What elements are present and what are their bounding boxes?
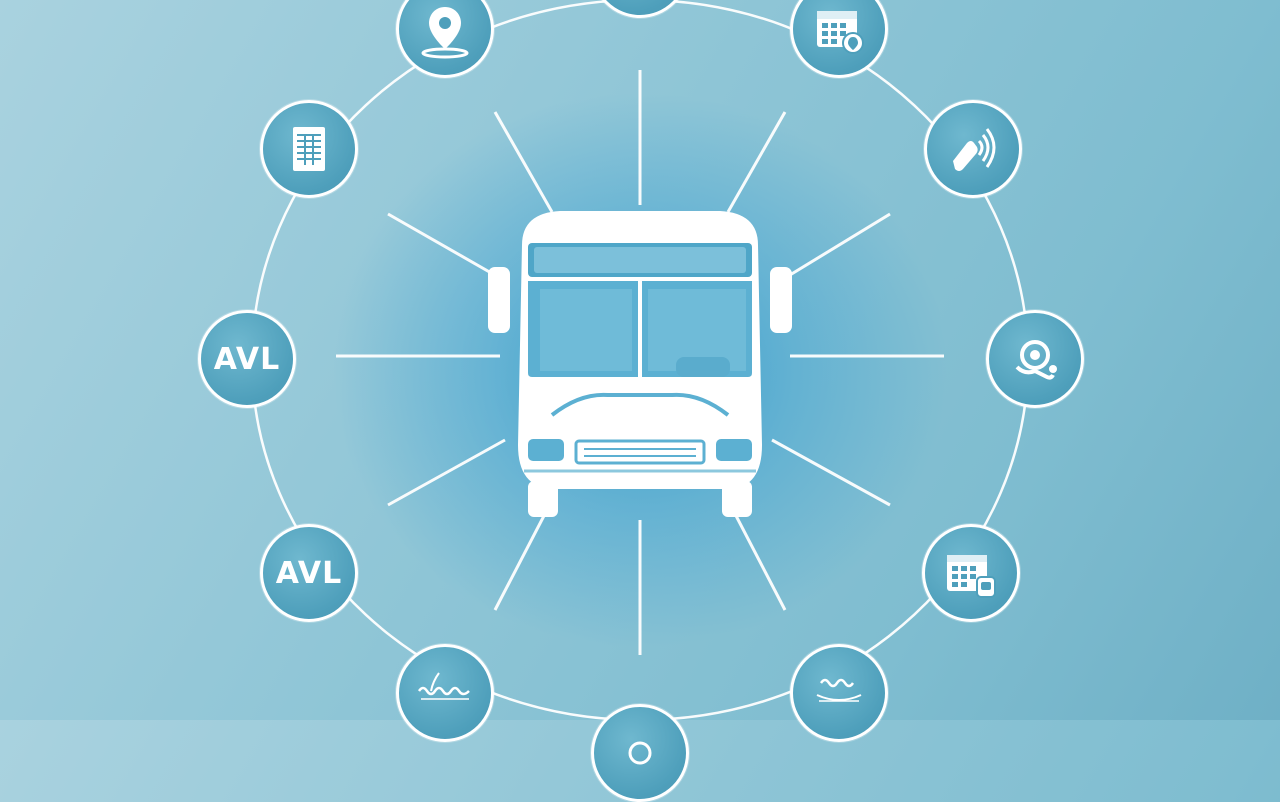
- ray: [726, 111, 787, 213]
- node-schedule: [260, 100, 358, 198]
- contactless-payment-icon: [953, 128, 996, 171]
- calendar-device-icon: [947, 555, 996, 598]
- avl-label: AVL: [213, 341, 281, 377]
- node-bottom-left: [396, 644, 494, 742]
- scribble-text-icon: [417, 672, 470, 700]
- location-pin-icon: [421, 7, 469, 59]
- ray: [784, 212, 891, 280]
- document-table-icon: [293, 127, 325, 171]
- avl-label: AVL: [275, 555, 343, 591]
- ray: [771, 438, 891, 507]
- node-bottom: [591, 704, 689, 802]
- circle-icon: [628, 741, 652, 765]
- node-avl-lower: AVL: [260, 524, 358, 622]
- node-location: [396, 0, 494, 78]
- circle-icon: [608, 0, 672, 1]
- node-avl-upper: AVL: [198, 310, 296, 408]
- node-sensor: [986, 310, 1084, 408]
- ray: [730, 507, 787, 611]
- scribble-text-icon: [816, 678, 862, 702]
- bus-icon: [488, 211, 792, 517]
- sensor-icon: [1015, 340, 1057, 380]
- node-contactless: [924, 100, 1022, 198]
- calendar-icon: [817, 11, 864, 54]
- ray: [493, 111, 554, 213]
- node-calendar-top: [790, 0, 888, 78]
- diagram-canvas: AVL AVL: [198, 0, 1084, 802]
- ray: [387, 212, 501, 280]
- ray: [493, 507, 550, 611]
- ray: [387, 438, 506, 507]
- node-calendar-low: [922, 524, 1020, 622]
- node-bottom-right: [790, 644, 888, 742]
